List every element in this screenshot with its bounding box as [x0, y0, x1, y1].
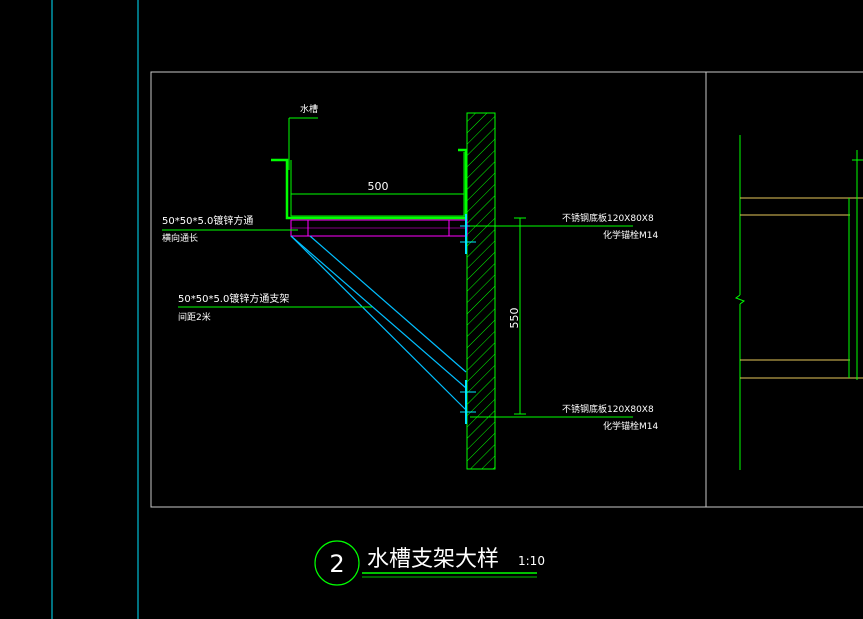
detail-scale: 1:10 [518, 554, 545, 568]
concrete-wall [466, 112, 496, 470]
dimension-550-label: 550 [508, 308, 521, 329]
label-brace-1: 50*50*5.0镀锌方通支架 [178, 292, 289, 305]
label-tube-top-1: 50*50*5.0镀锌方通 [162, 214, 253, 227]
detail-title: 2 水槽支架大样 1:10 [314, 540, 545, 586]
label-brace-2: 间距2米 [178, 311, 211, 323]
detail-number-circle [314, 540, 360, 586]
sheet-border-lines [51, 0, 139, 619]
detail-frame [150, 71, 863, 508]
dimension-500-label: 500 [368, 180, 389, 193]
annotations: 水槽 50*50*5.0镀锌方通 横向通长 50*50*5.0镀锌方通支架 间距… [162, 103, 658, 432]
dimension-500: 500 [290, 180, 465, 200]
leader-lines [162, 117, 633, 418]
dimension-550: 550 [508, 217, 526, 415]
label-tube-top-2: 横向通长 [162, 232, 198, 244]
label-plate-bottom-2: 化学锚栓M14 [603, 420, 658, 432]
horizontal-square-tube [290, 219, 468, 237]
label-plate-top-1: 不锈钢底板120X80X8 [562, 212, 654, 224]
label-plate-top-2: 化学锚栓M14 [603, 229, 658, 241]
label-water-tank: 水槽 [300, 103, 318, 115]
detail-number: 2 [329, 550, 344, 578]
detail-title-text: 水槽支架大样 [367, 547, 499, 572]
label-plate-bottom-1: 不锈钢底板120X80X8 [562, 403, 654, 415]
diagonal-brace [290, 235, 467, 411]
adjacent-detail-partial [734, 135, 863, 470]
